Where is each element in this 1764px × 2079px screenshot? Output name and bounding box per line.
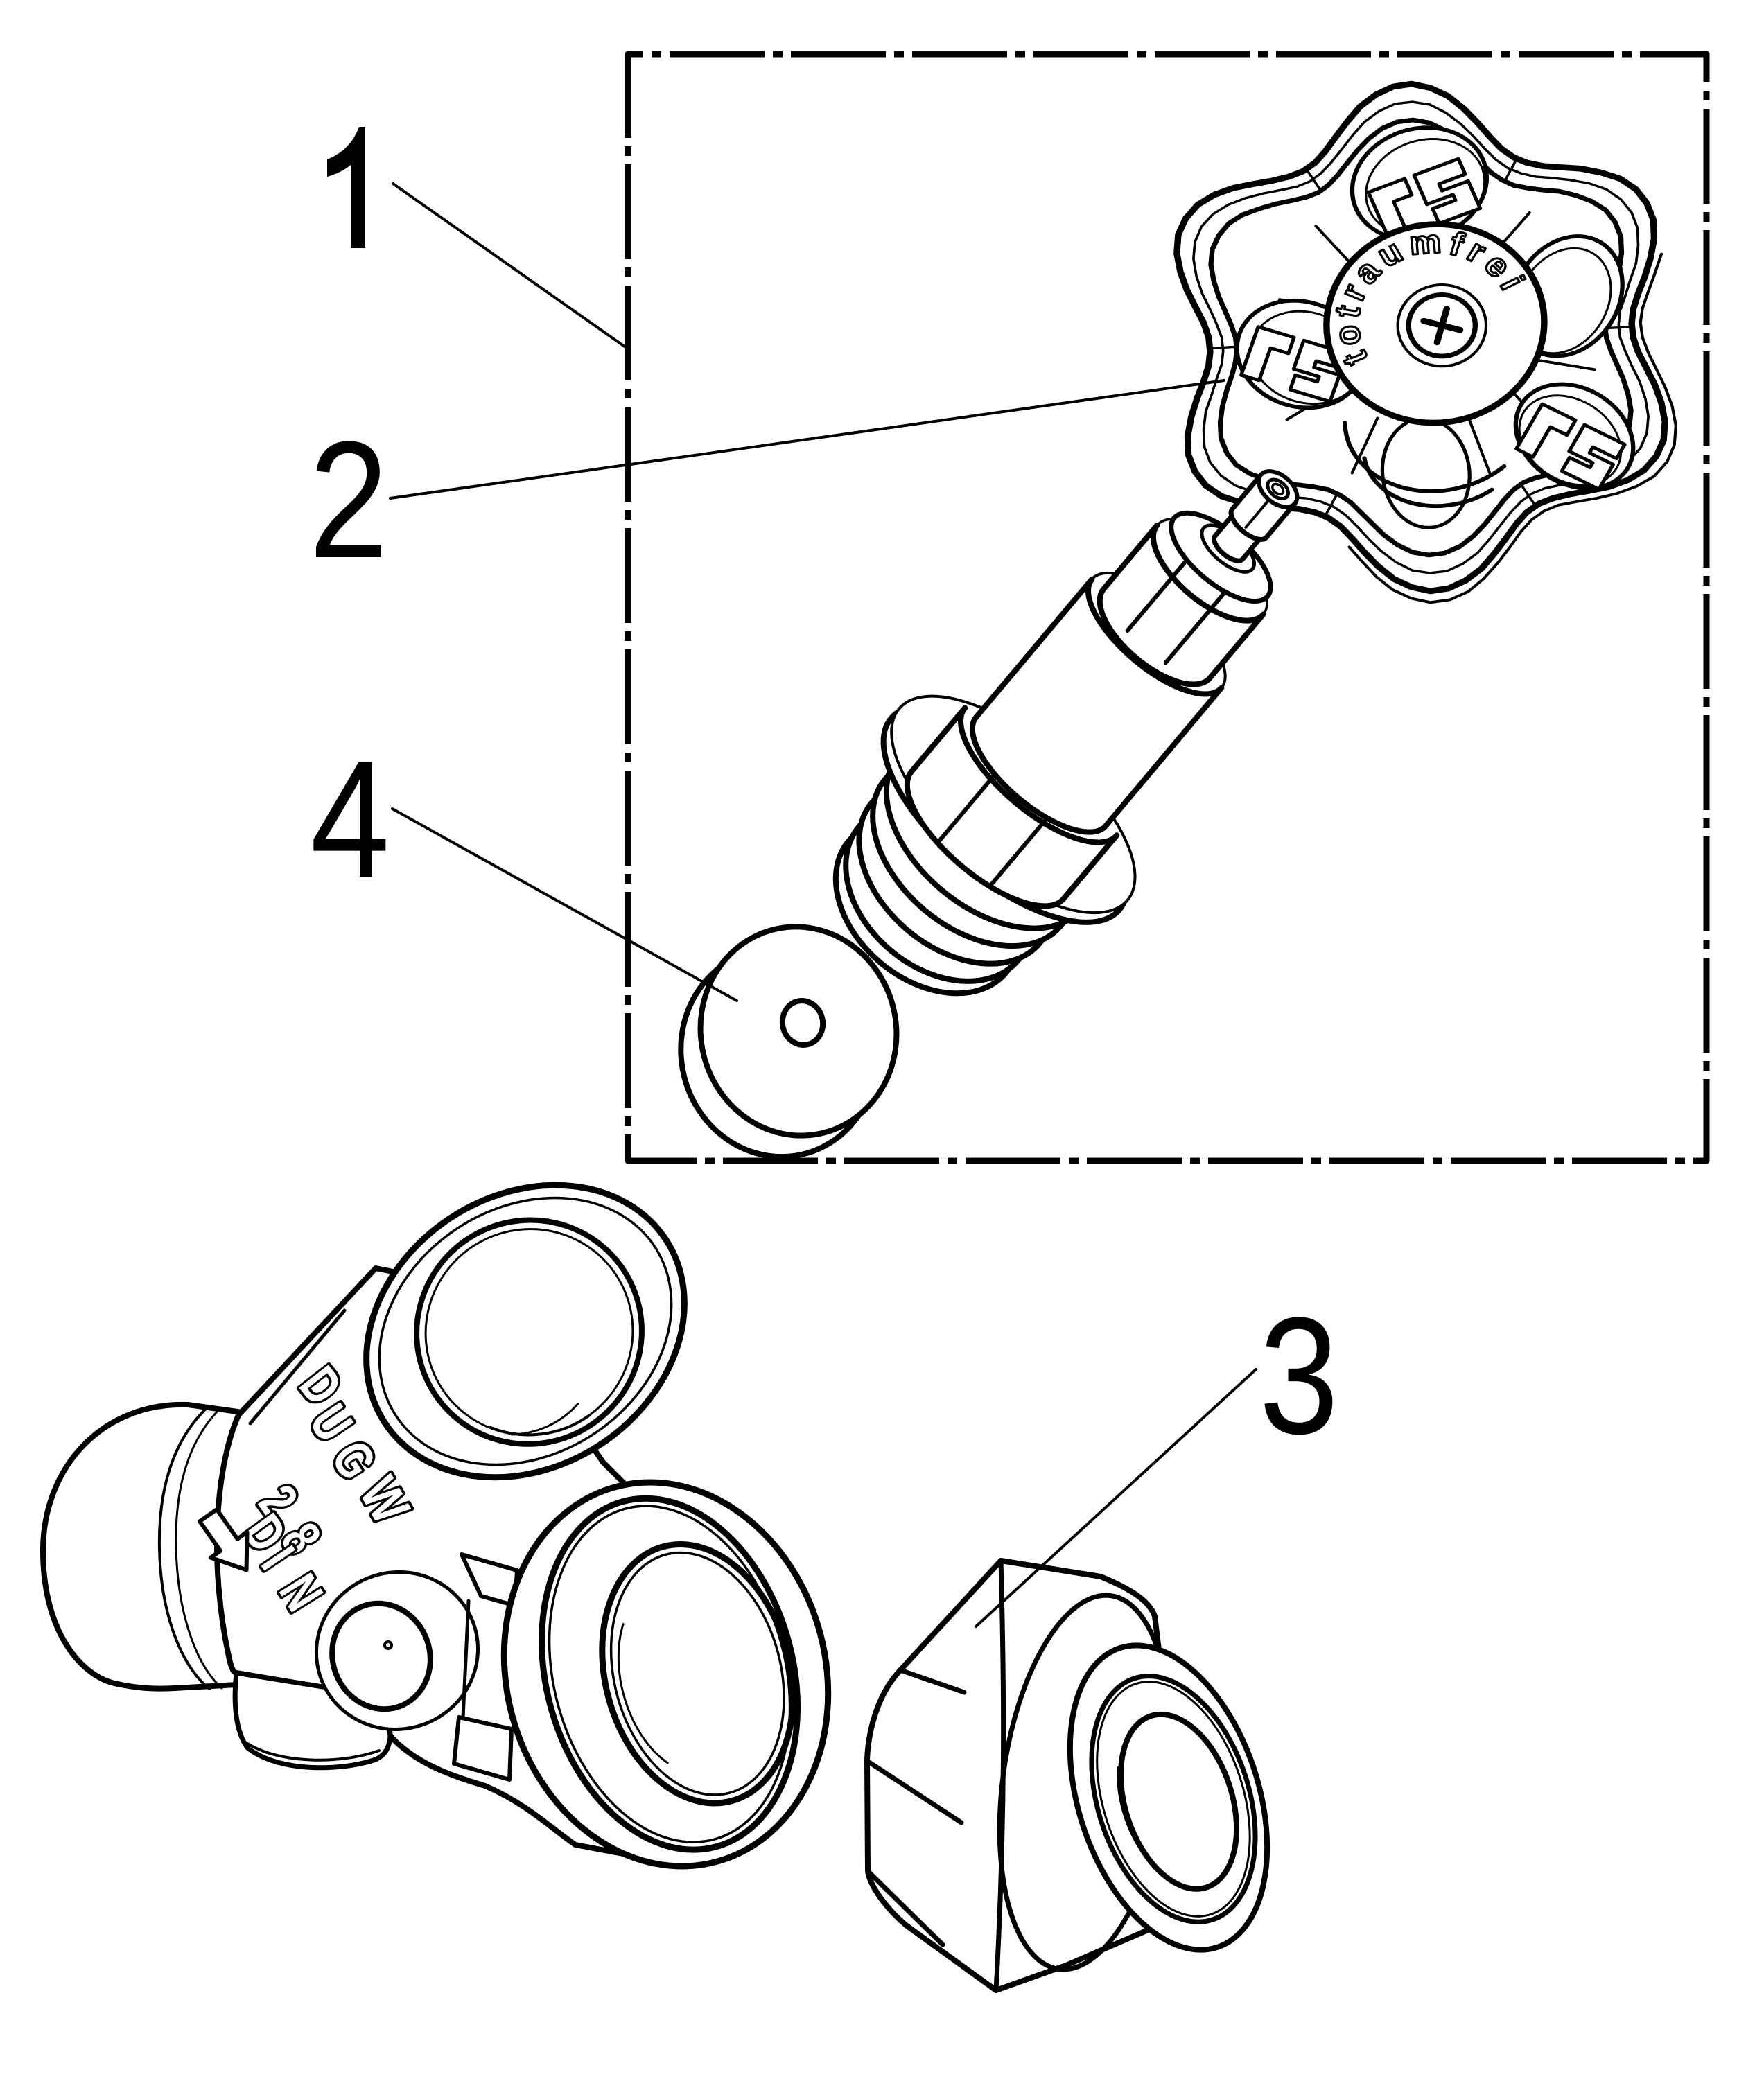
svg-text:4: 4 bbox=[311, 726, 390, 912]
svg-text:3: 3 bbox=[1259, 1283, 1339, 1468]
svg-text:2: 2 bbox=[309, 407, 389, 593]
